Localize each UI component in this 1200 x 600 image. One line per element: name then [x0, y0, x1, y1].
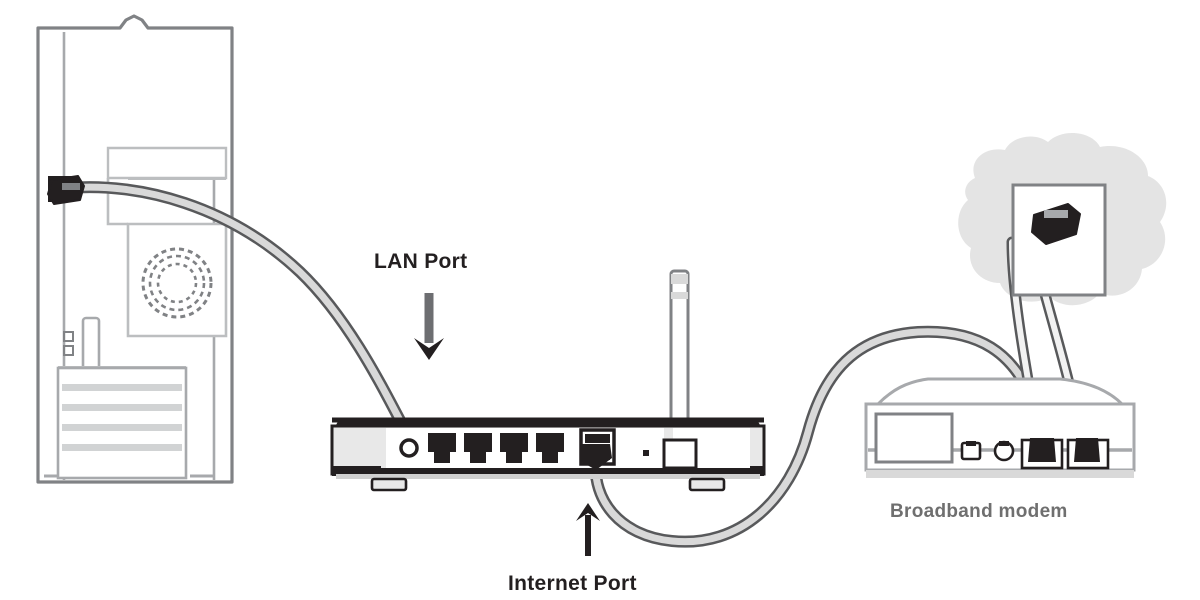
lan-port-label: LAN Port: [374, 250, 467, 273]
internet-port-label: Internet Port: [508, 572, 637, 595]
fan-grille-icon: [141, 247, 213, 319]
pc-vertical-port: [81, 316, 101, 373]
router-reset-button: [399, 438, 419, 458]
router-indicator-dot: [643, 450, 649, 456]
router-lan-port-1: [428, 433, 456, 463]
rj45-connector-internet: [582, 444, 612, 470]
pc-small-ports: [63, 331, 74, 356]
computer-tower: [36, 14, 234, 484]
wireless-router: [330, 269, 766, 492]
internet-port-arrow-icon: [576, 503, 600, 556]
rj45-connector-wall: [1031, 203, 1081, 245]
lan-port-annotation: LAN Port: [374, 250, 467, 360]
wall-jack: [1011, 183, 1107, 297]
lan-port-arrow-icon: [414, 293, 444, 360]
router-foot-right: [688, 477, 726, 492]
modem-connector-1: [960, 441, 982, 461]
broadband-modem-label: Broadband modem: [890, 501, 1068, 522]
router-foot-left: [370, 477, 408, 492]
modem-jack-2: [1066, 438, 1110, 470]
pc-to-router-cable: [47, 175, 412, 438]
router-lan-port-4: [536, 433, 564, 463]
router-lan-port-3: [500, 433, 528, 463]
broadband-modem: [864, 377, 1136, 478]
router-lan-port-2: [464, 433, 492, 463]
internet-port-annotation: Internet Port: [508, 503, 637, 595]
modem-connector-2: [993, 440, 1015, 462]
modem-jack-1: [1020, 438, 1064, 470]
pc-expansion-slots: [56, 366, 188, 480]
